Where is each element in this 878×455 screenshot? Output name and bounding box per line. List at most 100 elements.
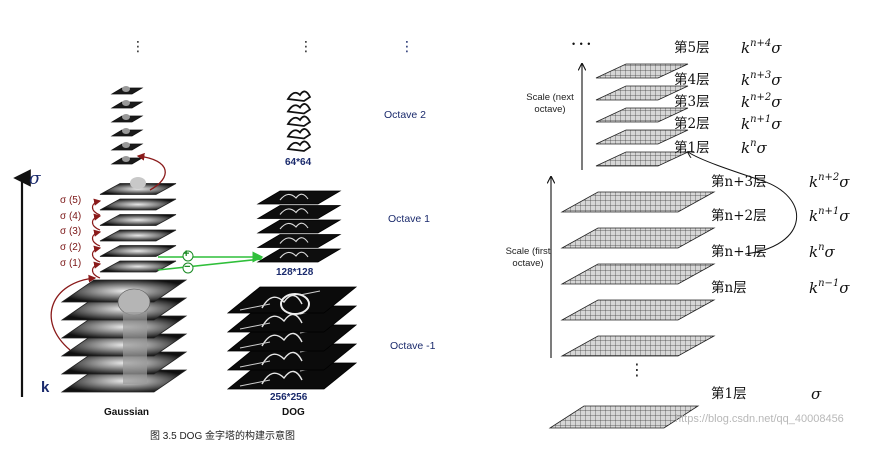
- k-exponent: n+2: [818, 172, 840, 183]
- dog-octave-1-layer: [256, 205, 342, 219]
- sigma-symbol: σ: [771, 71, 782, 89]
- next-layer-scale-value: kn+3σ: [741, 70, 782, 89]
- next-octave-layer: [595, 85, 689, 101]
- octave-minus1-label: Octave -1: [390, 340, 436, 352]
- gaussian-ellipsis: ⋮: [131, 39, 145, 55]
- gaussian-face-blob: [117, 288, 151, 316]
- first-octave-layer: [560, 263, 716, 285]
- dog-octave-1-layer: [256, 248, 342, 263]
- sigma-2-label: σ (2): [60, 242, 82, 253]
- sigma-step-arrow: [91, 198, 102, 216]
- bottom-ellipsis: ⋮: [629, 360, 645, 379]
- octave-1-label: Octave 1: [388, 213, 431, 225]
- dog-edge-stroke: [279, 208, 309, 215]
- first-octave-layer: [560, 227, 716, 249]
- gaussian-octave-2-blob: [122, 86, 130, 92]
- k-exponent: n: [750, 138, 757, 149]
- sigma-symbol: σ: [771, 39, 782, 57]
- sigma-symbol: σ: [839, 173, 850, 191]
- axis-sigma-label: σ: [29, 169, 41, 189]
- dog-edge-stroke: [261, 351, 303, 366]
- gaussian-body-blob: [123, 312, 147, 384]
- dog-octave-2-layer: [286, 115, 312, 127]
- dog-edge-stroke: [279, 251, 309, 259]
- gaussian-octave-2-blob: [122, 156, 130, 162]
- first-layer-scale-value: kn+2σ: [809, 172, 850, 191]
- dog-edge-stroke: [279, 193, 309, 201]
- watermark: https://blog.csdn.net/qq_40008456: [675, 413, 844, 425]
- sigma-symbol: σ: [756, 139, 767, 157]
- gaussian-octave-2-blob: [122, 128, 130, 134]
- dog-octave-1-layer: [256, 234, 342, 248]
- k-symbol: k: [809, 279, 819, 297]
- figure-caption: 图 3.5 DOG 金字塔的构建示意图: [150, 431, 296, 442]
- gaussian-dog-pyramid: [13, 86, 358, 397]
- sigma-symbol: σ: [771, 93, 782, 111]
- scale-space-pyramid: [548, 63, 797, 429]
- k-exponent: n+1: [750, 114, 772, 125]
- axis-k-label: k: [41, 379, 50, 396]
- next-layer-label: 第4层: [674, 72, 710, 88]
- dog-column-label: DOG: [282, 407, 305, 418]
- sigma-symbol: σ: [824, 243, 835, 261]
- gaussian-octave-1-layer: [99, 198, 177, 211]
- k-symbol: k: [809, 173, 819, 191]
- gaussian-octave-1-layer: [99, 245, 177, 257]
- sigma-symbol: σ: [771, 115, 782, 133]
- next-octave-layer: [595, 129, 689, 145]
- first-layer-scale-value: knσ: [809, 242, 835, 261]
- base-octave-layer: [548, 405, 700, 429]
- k-exponent: n+2: [750, 92, 772, 103]
- k-symbol: k: [741, 39, 751, 57]
- next-layer-scale-value: kn+4σ: [741, 38, 782, 57]
- next-octave-layer: [595, 63, 689, 79]
- gaussian-octave-1-face: [130, 177, 146, 189]
- dog-octave-2-layer: [286, 140, 312, 152]
- sigma-1-label: σ (1): [60, 258, 82, 269]
- dog-face-outline: [280, 293, 310, 315]
- next-layer-label: 第5层: [674, 40, 710, 56]
- octave-2-label: Octave 2: [384, 109, 427, 121]
- octave-ellipsis: ⋮: [400, 39, 414, 55]
- downsample-arrow-upper: [136, 152, 166, 191]
- dog-edge-stroke: [279, 222, 309, 230]
- k-symbol: k: [741, 139, 751, 157]
- dog-octave-1-layer: [256, 219, 342, 234]
- first-octave-layer: [560, 335, 716, 357]
- next-layer-scale-value: kn+1σ: [741, 114, 782, 133]
- minus-sign: −: [184, 261, 191, 273]
- first-layer-scale-value: kn−1σ: [809, 278, 850, 297]
- next-layer-label: 第3层: [674, 94, 710, 110]
- sigma-3-label: σ (3): [60, 226, 82, 237]
- dog-edge-stroke: [261, 332, 303, 347]
- dog-octave-2-layer: [286, 103, 312, 115]
- gaussian-octave-1-layer: [99, 229, 177, 242]
- sigma-step-arrow: [91, 213, 102, 231]
- plus-circle: [182, 250, 194, 262]
- first-octave-layer: [560, 299, 716, 321]
- scale-first-octave-label: Scale (first octave): [505, 246, 551, 269]
- next-layer-label: 第2层: [674, 116, 710, 132]
- k-exponent: n+3: [750, 70, 772, 81]
- sigma-symbol: σ: [839, 279, 850, 297]
- gaussian-octave-1-layer: [99, 260, 177, 273]
- k-exponent: n+1: [818, 206, 840, 217]
- size-128-label: 128*128: [276, 267, 314, 278]
- sigma-5-label: σ (5): [60, 195, 82, 206]
- size-256-label: 256*256: [270, 392, 308, 403]
- first-layer-label: 第n层: [711, 280, 747, 296]
- k-exponent: n: [818, 242, 825, 253]
- dog-octave-1-layer: [256, 190, 342, 205]
- dog-edge-stroke: [261, 370, 303, 385]
- first-layer-label: 第n+2层: [711, 208, 767, 224]
- next-layer-scale-value: kn+2σ: [741, 92, 782, 111]
- minus-circle: [182, 262, 194, 274]
- k-exponent: n−1: [818, 278, 840, 289]
- k-exponent: n+4: [750, 38, 772, 49]
- gaussian-octave-2-blob: [122, 142, 130, 148]
- dog-edge-stroke: [279, 237, 309, 244]
- gaussian-octave-2-blob: [122, 114, 130, 120]
- octave-link-arrow: [688, 152, 797, 255]
- next-layer-label: 第1层: [674, 140, 710, 156]
